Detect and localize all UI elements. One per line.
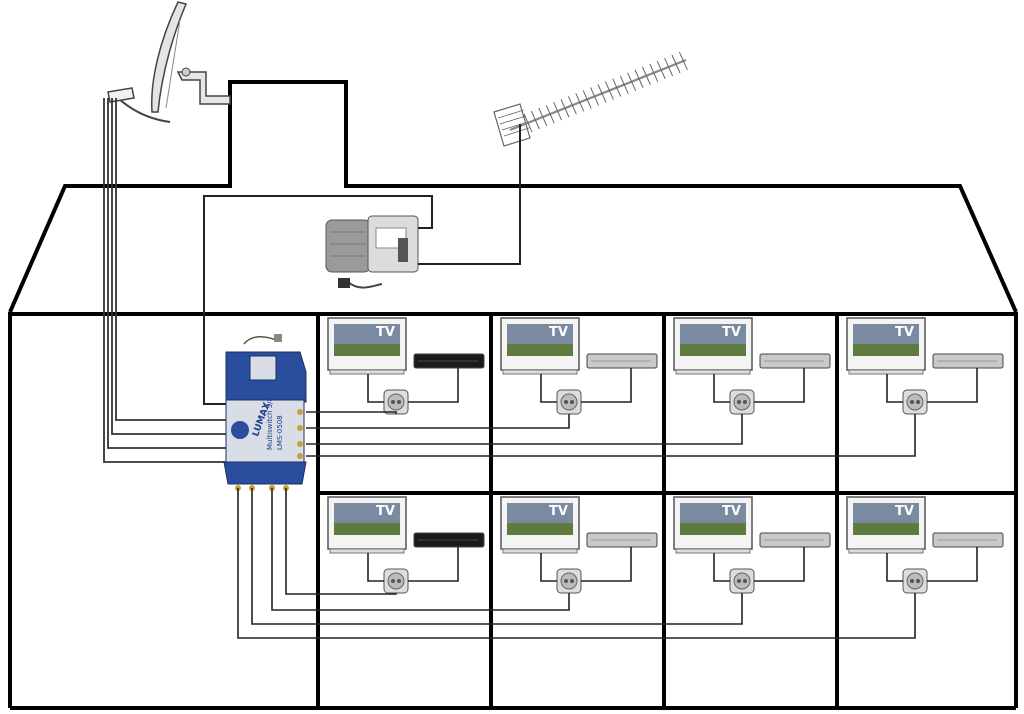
- antenna-cable: [418, 124, 521, 265]
- room: TV: [673, 317, 831, 415]
- terrestrial-antenna-icon: [493, 51, 688, 147]
- receiver-icon: [413, 353, 485, 369]
- tv-label: TV: [722, 504, 741, 519]
- tv-icon: TV: [673, 496, 753, 554]
- distribution-cables: [237, 368, 978, 639]
- room: TV: [500, 317, 658, 415]
- wall-socket-icon: [556, 568, 582, 594]
- tv-label: TV: [376, 325, 395, 340]
- roof-line: [8, 80, 1018, 313]
- multiswitch-icon: LUMAX Multiswitch 5/8 LMS-0508: [223, 351, 307, 491]
- wall-socket-icon: [729, 568, 755, 594]
- receiver-icon: [413, 532, 485, 548]
- tv-icon: TV: [673, 317, 753, 375]
- wall-socket-icon: [902, 389, 928, 415]
- multiswitch-model-2: LMS-0508: [276, 415, 284, 450]
- wall-socket-icon: [556, 389, 582, 415]
- room: TV: [846, 496, 1004, 594]
- multiswitch-model-1: Multiswitch 5/8: [266, 397, 274, 450]
- room: TV: [327, 496, 485, 594]
- room: TV: [673, 496, 831, 594]
- amplifier-cable: [203, 195, 433, 405]
- receiver-icon: [759, 353, 831, 369]
- receiver-icon: [932, 353, 1004, 369]
- satellite-dish-icon: [107, 1, 231, 123]
- room: TV: [846, 317, 1004, 415]
- lnb-cables: [103, 98, 236, 463]
- power-plug-icon: [338, 278, 383, 289]
- rooms: TV TV TV TV TV TV TV TV: [327, 317, 1004, 594]
- tv-label: TV: [722, 325, 741, 340]
- tv-icon: TV: [327, 317, 407, 375]
- receiver-icon: [759, 532, 831, 548]
- receiver-icon: [586, 353, 658, 369]
- tv-icon: TV: [500, 317, 580, 375]
- tv-label: TV: [895, 504, 914, 519]
- tv-label: TV: [895, 325, 914, 340]
- room: TV: [327, 317, 485, 415]
- amplifier-icon: [325, 215, 419, 273]
- tv-label: TV: [549, 325, 568, 340]
- tv-label: TV: [376, 504, 395, 519]
- tv-icon: TV: [500, 496, 580, 554]
- receiver-icon: [586, 532, 658, 548]
- house-outline: [8, 80, 1018, 710]
- room: TV: [500, 496, 658, 594]
- multiswitch-power-plug-icon: [243, 334, 282, 345]
- wall-socket-icon: [383, 568, 409, 594]
- tv-icon: TV: [846, 496, 926, 554]
- tv-icon: TV: [846, 317, 926, 375]
- tv-icon: TV: [327, 496, 407, 554]
- wall-socket-icon: [383, 389, 409, 415]
- wall-socket-icon: [902, 568, 928, 594]
- tv-label: TV: [549, 504, 568, 519]
- wall-socket-icon: [729, 389, 755, 415]
- receiver-icon: [932, 532, 1004, 548]
